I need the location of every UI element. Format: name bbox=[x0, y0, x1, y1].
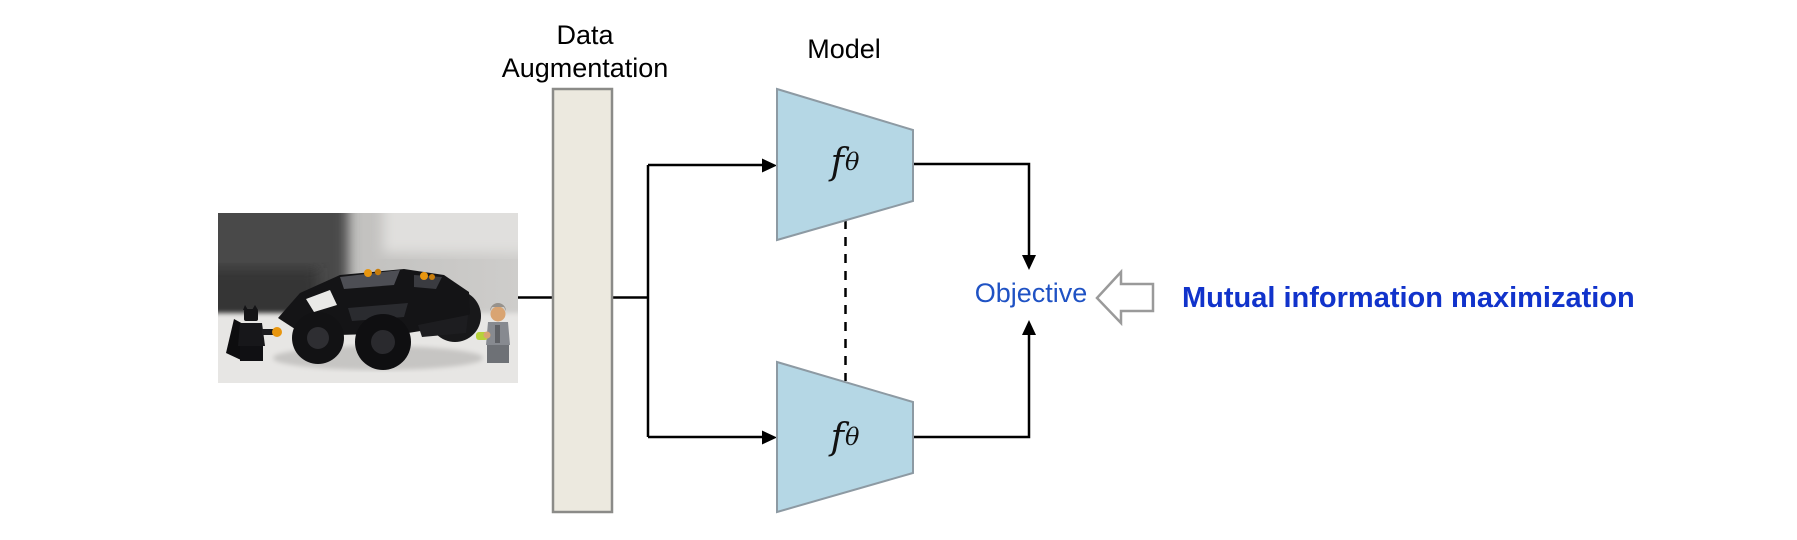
top-output-line bbox=[913, 162, 1031, 256]
photo-scientist-minifig bbox=[476, 303, 510, 363]
model-label: Model bbox=[807, 34, 881, 64]
data-augmentation-label-line1: Data bbox=[556, 20, 614, 50]
objective-down-arrowhead bbox=[1022, 255, 1036, 270]
input-image-lego-batmobile bbox=[218, 213, 518, 383]
photo-batmobile bbox=[278, 268, 481, 370]
block-arrow-icon bbox=[1095, 268, 1155, 327]
annotation-label: Mutual information maximization bbox=[1182, 282, 1635, 314]
arrowheads bbox=[762, 158, 1036, 445]
data-augmentation-label-line2: Augmentation bbox=[501, 53, 669, 83]
encoder-top-f: f bbox=[830, 141, 844, 183]
objective-label: Objective bbox=[974, 278, 1088, 308]
encoder-bottom-trapezoid bbox=[776, 360, 914, 514]
encoder-top-trapezoid bbox=[776, 87, 914, 242]
augmentation-box bbox=[551, 87, 614, 514]
photo-batman-minifig bbox=[226, 305, 282, 361]
data-augmentation-label: Data Augmentation bbox=[502, 19, 669, 85]
top-branch-arrowhead bbox=[762, 158, 777, 173]
connector-lines bbox=[518, 162, 1031, 439]
objective-up-arrowhead bbox=[1022, 320, 1036, 335]
bottom-branch-arrowhead bbox=[762, 430, 777, 445]
bottom-output-line bbox=[913, 334, 1031, 439]
encoder-bottom-f: f bbox=[830, 416, 844, 458]
photo-light-object bbox=[383, 213, 518, 253]
